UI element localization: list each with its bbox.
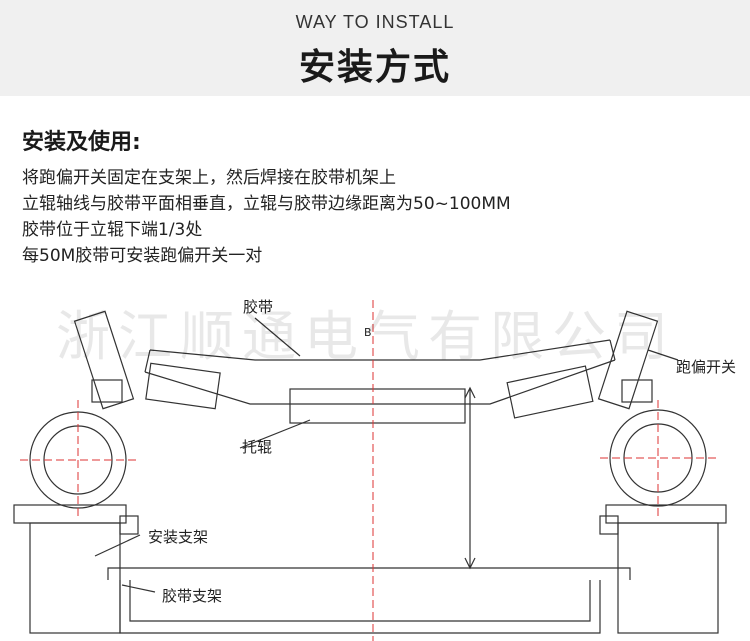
section-title: 安装及使用: [22,130,141,155]
label-b: B [364,326,372,339]
belt-frame [107,567,631,580]
label-belt: 胶带 [243,298,274,316]
label-mount-bracket: 安装支架 [148,528,209,546]
side-roller-right [506,365,594,419]
center-roller [289,388,466,424]
label-belt-bracket: 胶带支架 [162,587,223,605]
instruction-line: 胶带位于立辊下端1/3处 [22,220,203,240]
instruction-list: 将跑偏开关固定在支架上，然后焊接在胶带机架上 立辊轴线与胶带平面相垂直，立辊与胶… [22,165,511,269]
header-title: 安装方式 [298,47,451,88]
header-subtitle: WAY TO INSTALL [295,12,455,32]
label-switch: 跑偏开关 [676,358,737,376]
side-roller-left [145,362,221,410]
belt-lower-line [144,359,616,405]
header-banner: WAY TO INSTALL 安装方式 [0,0,750,96]
installation-diagram [13,300,727,641]
watermark: 浙江顺通电气有限公司 [56,305,676,368]
instruction-line: 将跑偏开关固定在支架上，然后焊接在胶带机架上 [22,168,396,188]
instruction-line: 每50M胶带可安装跑偏开关一对 [22,246,263,266]
label-roller: 托辊 [242,438,273,456]
belt-upper-line [149,339,611,361]
left-mount-bracket [29,522,121,634]
right-mount-bracket [617,522,719,634]
instruction-line: 立辊轴线与胶带平面相垂直，立辊与胶带边缘距离为50~100MM [22,194,511,214]
